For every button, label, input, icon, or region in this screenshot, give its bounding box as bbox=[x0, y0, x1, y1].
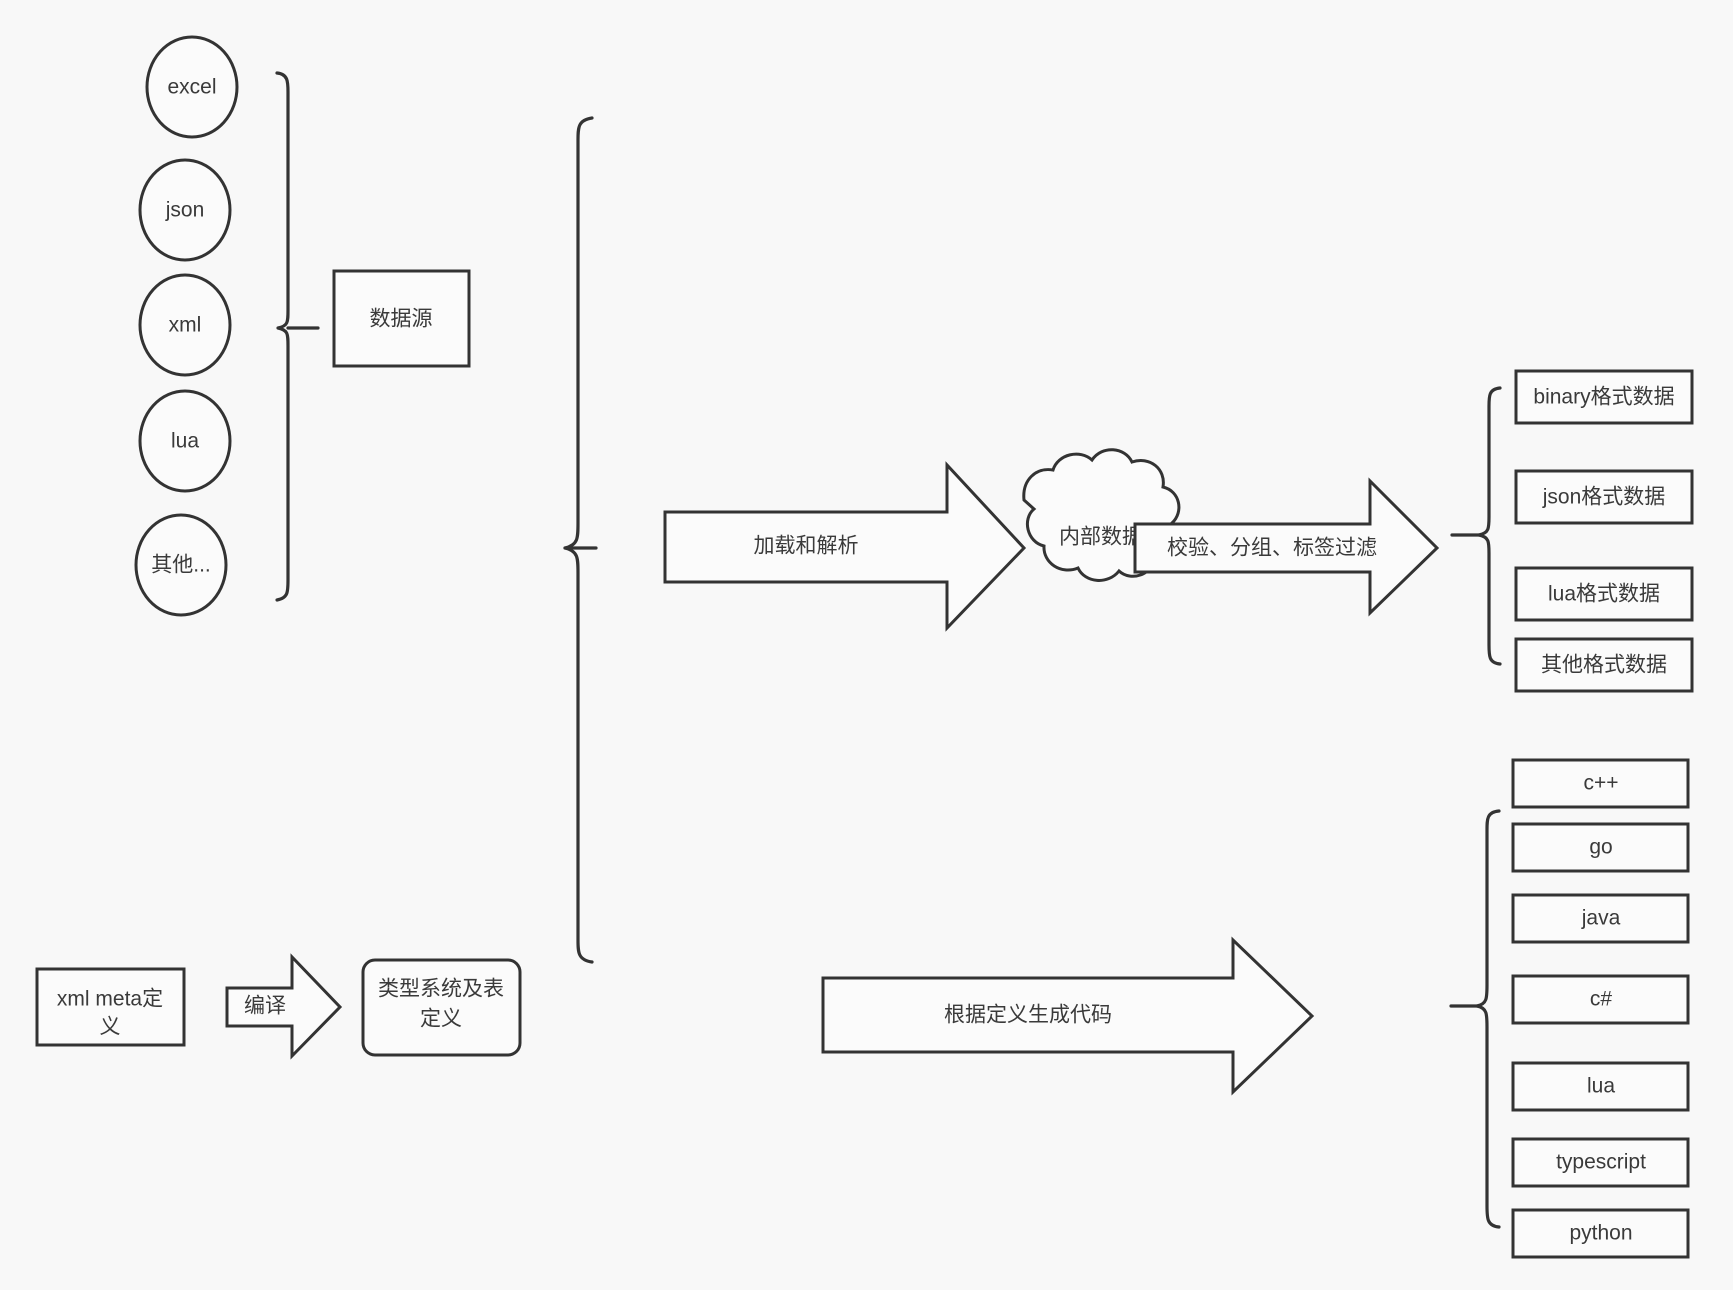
data-source-box[interactable]: 数据源 bbox=[332, 269, 471, 368]
language-label-java: java bbox=[1581, 907, 1621, 930]
format-box-binary[interactable]: binary格式数据 bbox=[1514, 369, 1694, 425]
format-label-other: 其他格式数据 bbox=[1541, 654, 1667, 677]
load-parse-arrow-label: 加载和解析 bbox=[754, 535, 859, 558]
source-node-xml[interactable]: xml bbox=[138, 273, 232, 377]
source-node-lua[interactable]: lua bbox=[138, 389, 232, 493]
format-label-lua: lua格式数据 bbox=[1548, 583, 1660, 606]
source-label-xml: xml bbox=[169, 314, 202, 337]
format-box-lua[interactable]: lua格式数据 bbox=[1514, 566, 1694, 622]
filter-arrow-label: 校验、分组、标签过滤 bbox=[1167, 537, 1377, 560]
languages-group-brace bbox=[1475, 809, 1501, 1229]
filter-arrow[interactable]: 校验、分组、标签过滤 bbox=[1133, 477, 1440, 617]
source-label-lua: lua bbox=[171, 430, 199, 453]
load-parse-arrow[interactable]: 加载和解析 bbox=[663, 461, 1027, 632]
type-system-label-line1: 类型系统及表 bbox=[378, 978, 504, 1001]
compile-arrow[interactable]: 编译 bbox=[225, 953, 343, 1060]
data-source-box-label: 数据源 bbox=[370, 308, 433, 331]
language-box-lua[interactable]: lua bbox=[1511, 1061, 1690, 1112]
source-label-json: json bbox=[165, 199, 205, 222]
source-node-json[interactable]: json bbox=[138, 158, 232, 262]
format-box-other[interactable]: 其他格式数据 bbox=[1514, 637, 1694, 693]
type-system-box[interactable]: 类型系统及表 定义 bbox=[361, 958, 522, 1057]
format-label-binary: binary格式数据 bbox=[1533, 386, 1674, 409]
language-box-cpp[interactable]: c++ bbox=[1511, 758, 1690, 809]
inputs-aggregate-brace bbox=[563, 116, 594, 964]
language-box-python[interactable]: python bbox=[1511, 1208, 1690, 1259]
compile-arrow-label: 编译 bbox=[244, 995, 286, 1018]
language-box-csharp[interactable]: c# bbox=[1511, 974, 1690, 1025]
source-label-other: 其他... bbox=[151, 554, 211, 577]
format-label-json: json格式数据 bbox=[1542, 486, 1666, 509]
language-label-typescript: typescript bbox=[1556, 1151, 1646, 1174]
codegen-arrow-label: 根据定义生成代码 bbox=[944, 1004, 1112, 1027]
xml-meta-label-line1: xml meta定 bbox=[57, 988, 163, 1011]
language-box-go[interactable]: go bbox=[1511, 822, 1690, 873]
source-node-excel[interactable]: excel bbox=[145, 35, 239, 139]
language-label-python: python bbox=[1569, 1222, 1632, 1245]
source-node-other[interactable]: 其他... bbox=[134, 513, 228, 617]
codegen-arrow[interactable]: 根据定义生成代码 bbox=[821, 936, 1315, 1096]
language-label-go: go bbox=[1589, 836, 1612, 859]
internal-data-label: 内部数据 bbox=[1059, 526, 1143, 549]
language-label-cpp: c++ bbox=[1583, 772, 1618, 795]
sources-group-brace bbox=[275, 71, 290, 602]
xml-meta-definition-box[interactable]: xml meta定 义 bbox=[35, 967, 186, 1047]
language-box-typescript[interactable]: typescript bbox=[1511, 1137, 1690, 1188]
format-box-json[interactable]: json格式数据 bbox=[1514, 469, 1694, 525]
xml-meta-label-line2: 义 bbox=[100, 1016, 121, 1039]
language-label-csharp: c# bbox=[1590, 988, 1613, 1011]
language-box-java[interactable]: java bbox=[1511, 893, 1690, 944]
source-label-excel: excel bbox=[167, 76, 216, 99]
type-system-label-line2: 定义 bbox=[420, 1008, 462, 1031]
language-label-lua: lua bbox=[1587, 1075, 1615, 1098]
formats-group-brace bbox=[1477, 386, 1502, 666]
